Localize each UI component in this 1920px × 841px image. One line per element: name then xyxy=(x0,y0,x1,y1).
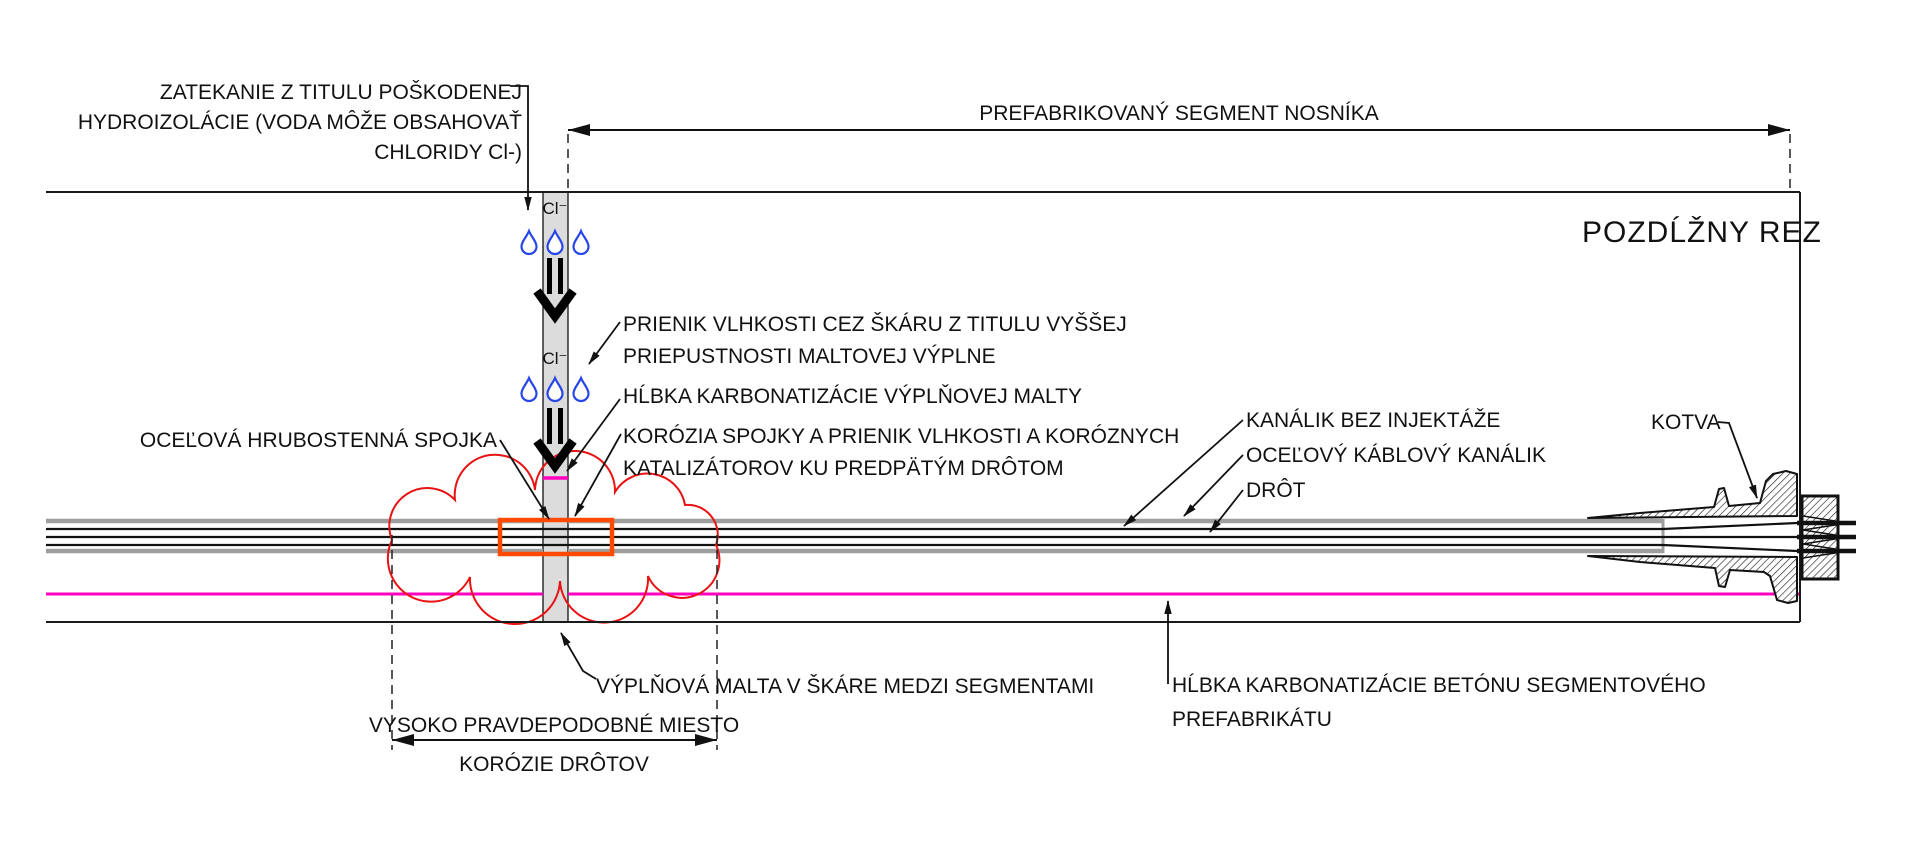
zatekanie-label-line1: ZATEKANIE Z TITULU POŠKODENEJ xyxy=(160,81,522,104)
annotation-texts: ZATEKANIE Z TITULU POŠKODENEJ HYDROIZOLÁ… xyxy=(78,81,1822,731)
zatekanie-label-line3: CHLORIDY Cl-) xyxy=(374,141,522,164)
water-ingress-arrow-lower xyxy=(533,408,577,474)
leader-kablovy xyxy=(1183,454,1244,517)
hlbka-betonu-label-line2: PREFABRIKÁTU xyxy=(1172,708,1332,731)
anchor-trumpet-top-wall xyxy=(1587,470,1798,519)
anchor-trumpet-bottom-wall xyxy=(1587,555,1798,604)
kablovy-label: OCEĽOVÝ KÁBLOVÝ KANÁLIK xyxy=(1246,444,1546,467)
anchorage xyxy=(1587,470,1856,604)
water-drops xyxy=(520,228,590,403)
prienik-label-line2: PRIEPUSTNOSTI MALTOVEJ VÝPLNE xyxy=(623,345,996,368)
prienik-label-line1: PRIENIK VLHKOSTI CEZ ŠKÁRU Z TITULU VYŠŠ… xyxy=(623,313,1127,336)
steel-cable-duct xyxy=(46,518,1665,554)
corrosion-zone-cloud xyxy=(386,450,721,625)
leader-kotva xyxy=(1717,421,1758,499)
kanalik-label: KANÁLIK BEZ INJEKTÁŽE xyxy=(1246,409,1500,432)
leader-prienik xyxy=(588,321,621,365)
spojka-label: OCEĽOVÁ HRUBOSTENNÁ SPOJKA xyxy=(140,429,497,452)
leader-kanalik xyxy=(1123,419,1244,527)
leader-lines xyxy=(499,85,1758,684)
water-drop-icon xyxy=(520,228,538,256)
corrosion-location-label-line2: KORÓZIE DRÔTOV xyxy=(459,753,649,776)
top-dimension-label: PREFABRIKOVANÝ SEGMENT NOSNÍKA xyxy=(979,102,1378,125)
korozia-label-line1: KORÓZIA SPOJKY A PRIENIK VLHKOSTI A KORÓ… xyxy=(623,425,1179,448)
top-dimension: PREFABRIKOVANÝ SEGMENT NOSNÍKA xyxy=(568,102,1790,136)
water-drop-icon xyxy=(572,375,590,403)
leader-hlbka-malty xyxy=(566,398,621,472)
water-drop-icon xyxy=(572,228,590,256)
vyplnova-label: VÝPLŇOVÁ MALTA V ŠKÁRE MEDZI SEGMENTAMI xyxy=(596,675,1094,698)
leader-vyplnova xyxy=(560,632,597,680)
dim-arrow-right xyxy=(1768,124,1790,136)
chloride-label-lower: Cl⁻ xyxy=(542,349,567,368)
anchor-wire-tails xyxy=(1797,515,1856,559)
water-drop-icon xyxy=(520,375,538,403)
kotva-label: KOTVA xyxy=(1651,411,1721,434)
water-drop-icon xyxy=(546,228,564,256)
zatekanie-label-line2: HYDROIZOLÁCIE (VODA MÔŽE OBSAHOVAŤ xyxy=(78,111,522,134)
leader-spojka xyxy=(499,439,550,520)
dim-arrow-right xyxy=(695,734,717,746)
coupler-highlight-box xyxy=(497,517,615,557)
leader-drot xyxy=(1209,489,1244,533)
dim-arrow-left xyxy=(392,734,414,746)
prestressing-wires xyxy=(46,521,1798,553)
hlbka-malty-label: HĹBKA KARBONATIZÁCIE VÝPLŇOVEJ MALTY xyxy=(623,385,1082,408)
mortar-joint-strip xyxy=(542,192,569,622)
water-ingress-arrow-upper xyxy=(533,258,577,324)
hlbka-betonu-label-line1: HĹBKA KARBONATIZÁCIE BETÓNU SEGMENTOVÉHO xyxy=(1172,674,1706,697)
leader-zatekanie xyxy=(510,85,532,211)
leader-korozia xyxy=(574,433,622,517)
drot-label: DRÔT xyxy=(1246,479,1306,502)
corrosion-location-label-line1: VYSOKO PRAVDEPODOBNÉ MIESTO xyxy=(369,714,739,737)
korozia-label-line2: KATALIZÁTOROV KU PREDPÄTÝM DRÔTOM xyxy=(623,457,1064,480)
chloride-label-upper: Cl⁻ xyxy=(542,199,567,218)
extension-lines xyxy=(391,134,1791,750)
water-drop-icon xyxy=(546,375,564,403)
dim-arrow-left xyxy=(568,124,590,136)
bottom-dimension: VYSOKO PRAVDEPODOBNÉ MIESTO KORÓZIE DRÔT… xyxy=(369,714,739,776)
section-title: POZDĹŽNY REZ xyxy=(1582,216,1822,249)
